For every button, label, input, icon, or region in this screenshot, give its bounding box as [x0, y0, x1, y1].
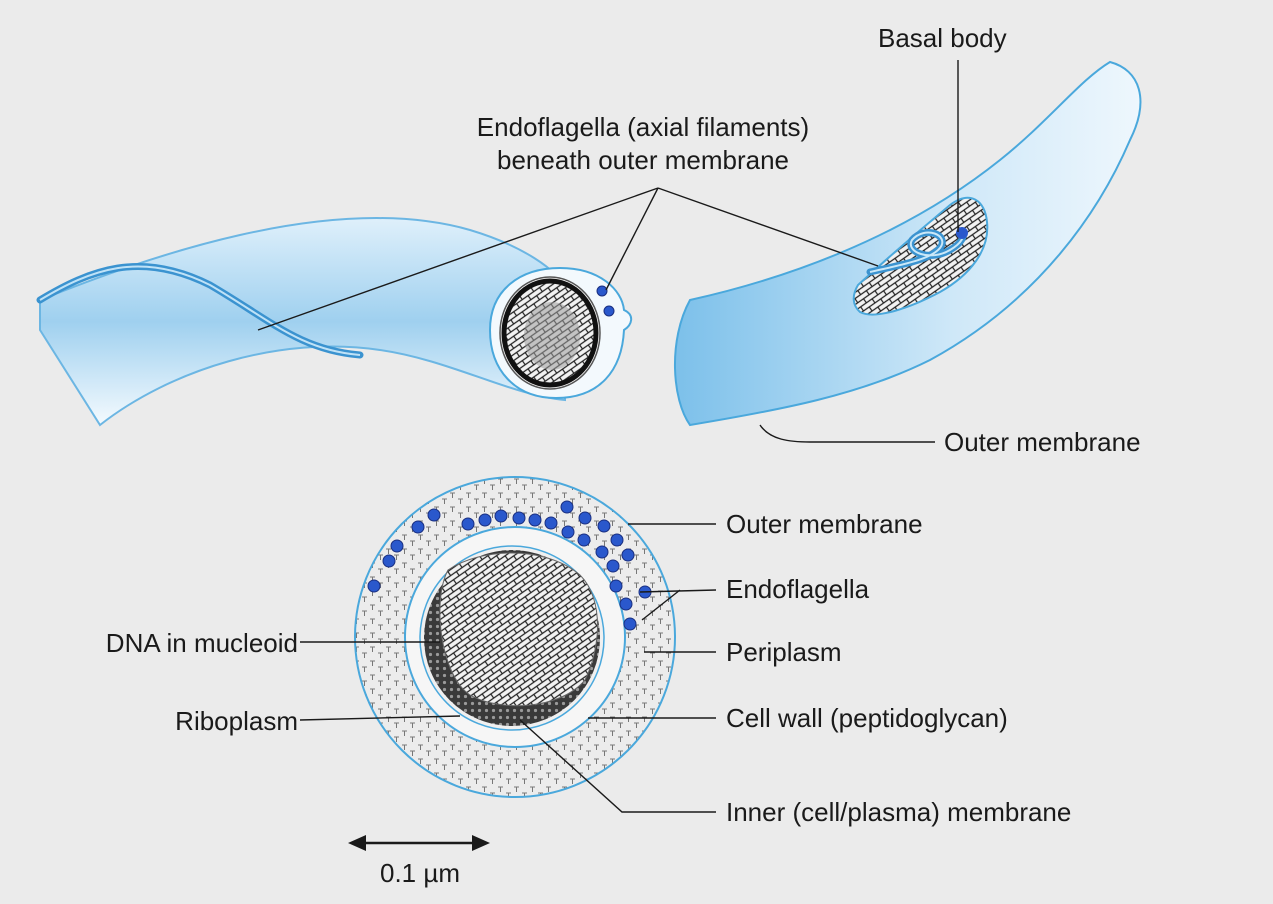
cell-tube-left	[36, 217, 566, 427]
label-endoflagella-top-line2: beneath outer membrane	[497, 145, 789, 175]
label-outer-membrane: Outer membrane	[726, 509, 923, 539]
label-riboplasm: Riboplasm	[175, 706, 298, 736]
label-scale: 0.1 µm	[379, 858, 461, 888]
label-basal-body: Basal body	[878, 23, 1007, 53]
cross-section	[354, 476, 676, 798]
basal-body	[956, 227, 968, 239]
scale-bar	[348, 835, 490, 851]
endoflagella-dots	[367, 500, 652, 631]
bottom-leader-lines	[299, 523, 717, 813]
label-inner-membrane: Inner (cell/plasma) membrane	[726, 797, 1072, 827]
tube-cross-section	[488, 266, 633, 400]
label-cell-wall: Cell wall (peptidoglycan)	[726, 703, 1008, 733]
label-periplasm: Periplasm	[726, 637, 842, 667]
top-leader-lines	[257, 60, 959, 443]
label-endoflagella-top-line1: Endoflagella (axial filaments)	[476, 112, 810, 142]
label-endoflagella: Endoflagella	[726, 574, 870, 604]
endoflagellum-dot	[596, 285, 608, 297]
endoflagellum-dot	[603, 305, 615, 317]
label-outer-membrane-top: Outer membrane	[944, 427, 1141, 457]
cell-tube-right	[674, 60, 1142, 427]
label-dna-nucleoid: DNA in mucleoid	[105, 628, 298, 658]
dna-nucleoid	[439, 552, 598, 707]
